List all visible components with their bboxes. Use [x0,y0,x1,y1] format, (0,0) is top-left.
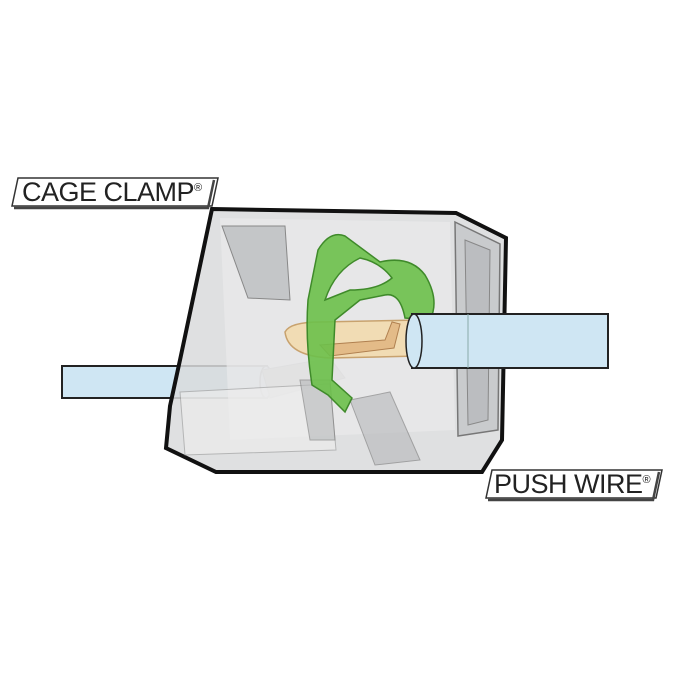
push-wire-label: PUSH WIRE® [494,469,651,500]
registered-mark: ® [642,474,651,486]
push-wire-label-box [485,469,663,502]
cage-clamp-label-box [11,177,219,210]
cage-clamp-label: CAGE CLAMP® [22,177,202,208]
connector-housing [163,206,509,474]
registered-mark: ® [194,182,202,194]
cage-clamp-text: CAGE CLAMP [22,177,195,207]
right-wire [405,313,609,369]
push-wire-text: PUSH WIRE [494,469,643,499]
